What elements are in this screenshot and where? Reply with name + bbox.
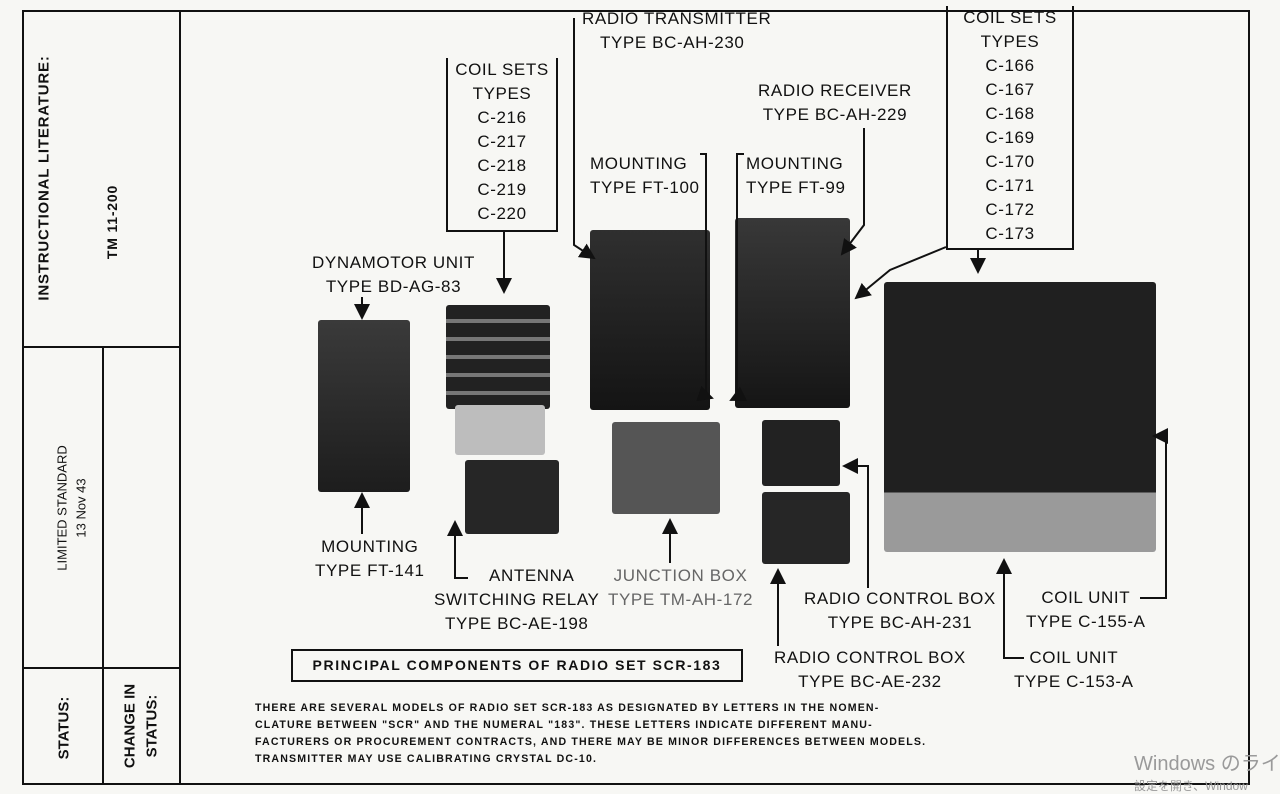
receiver-label: RADIO RECEIVER TYPE BC-AH-229 — [758, 79, 912, 127]
junction-line1: JUNCTION BOX — [613, 566, 748, 585]
antenna-relay-base-image — [465, 460, 559, 534]
control-box-232-image — [762, 492, 850, 564]
sidebar-inner-divider — [102, 347, 104, 785]
note-line: CLATURE BETWEEN "SCR" AND THE NUMERAL "1… — [255, 719, 873, 731]
sidebar-row-line-1 — [22, 346, 180, 348]
control232-line2: TYPE BC-AE-232 — [798, 672, 942, 691]
coil155-line1: COIL UNIT — [1041, 588, 1131, 607]
note-line: TRANSMITTER MAY USE CALIBRATING CRYSTAL … — [255, 753, 598, 765]
mounting-ft100-line2: TYPE FT-100 — [590, 178, 700, 197]
receiver-image — [735, 218, 850, 408]
limited-standard-label: LIMITED STANDARD — [54, 445, 70, 571]
receiver-label-line2: TYPE BC-AH-229 — [762, 105, 908, 124]
transmitter-label: RADIO TRANSMITTER TYPE BC-AH-230 — [582, 7, 771, 55]
coil-sets-left-title: COIL SETS — [455, 60, 549, 79]
coil-set-type: C-220 — [477, 204, 527, 223]
coil153-line2: TYPE C-153-A — [1014, 672, 1134, 691]
coil-set-image — [446, 305, 550, 409]
coil-set-type: C-169 — [985, 128, 1035, 147]
coil-sets-right-box: COIL SETS TYPES C-166 C-167 C-168 C-169 … — [946, 6, 1074, 250]
control-box-231-label: RADIO CONTROL BOX TYPE BC-AH-231 — [804, 587, 996, 635]
coil-unit-155-label: COIL UNIT TYPE C-155-A — [1026, 586, 1146, 634]
coil-set-type: C-166 — [985, 56, 1035, 75]
coil-set-type: C-172 — [985, 200, 1035, 219]
receiver-label-line1: RADIO RECEIVER — [758, 81, 912, 100]
coil-set-type: C-173 — [985, 224, 1035, 243]
control232-line1: RADIO CONTROL BOX — [774, 648, 966, 667]
antenna-relay-image — [455, 405, 545, 455]
dynamotor-line1: DYNAMOTOR UNIT — [312, 253, 475, 272]
control-box-232-label: RADIO CONTROL BOX TYPE BC-AE-232 — [774, 646, 966, 694]
mounting-ft141-label: MOUNTING TYPE FT-141 — [315, 535, 425, 583]
mounting-ft99-label: MOUNTING TYPE FT-99 — [746, 152, 846, 200]
change-status-label: STATUS: — [143, 694, 161, 758]
coil-set-type: C-171 — [985, 176, 1035, 195]
mounting-ft100-label: MOUNTING TYPE FT-100 — [590, 152, 700, 200]
coil-sets-right-subtitle: TYPES — [980, 32, 1040, 51]
coil-set-type: C-219 — [477, 180, 527, 199]
coil155-line2: TYPE C-155-A — [1026, 612, 1146, 631]
coil-unit-rack-image — [884, 282, 1156, 552]
note-line: FACTURERS OR PROCUREMENT CONTRACTS, AND … — [255, 736, 927, 748]
windows-watermark-line1: Windows のライ — [1134, 753, 1280, 775]
sidebar-divider — [179, 10, 181, 785]
mounting-ft99-line2: TYPE FT-99 — [746, 178, 846, 197]
coil-sets-right-title: COIL SETS — [963, 8, 1057, 27]
coil-set-type: C-217 — [477, 132, 527, 151]
coil-set-type: C-168 — [985, 104, 1035, 123]
dynamotor-line2: TYPE BD-AG-83 — [325, 277, 462, 296]
mounting-ft100-line1: MOUNTING — [590, 154, 688, 173]
windows-watermark-line2: 設定を開き、Window — [1134, 779, 1248, 793]
coil-sets-left-box: COIL SETS TYPES C-216 C-217 C-218 C-219 … — [446, 58, 558, 232]
coil-set-type: C-170 — [985, 152, 1035, 171]
control231-line2: TYPE BC-AH-231 — [827, 613, 973, 632]
control231-line1: RADIO CONTROL BOX — [804, 589, 996, 608]
note-line: THERE ARE SEVERAL MODELS OF RADIO SET SC… — [255, 702, 880, 714]
sidebar-row-line-2 — [22, 667, 180, 669]
document-frame — [22, 10, 1250, 785]
instructional-literature-label: INSTRUCTIONAL LITERATURE: — [35, 55, 53, 301]
junction-box-label: JUNCTION BOX TYPE TM-AH-172 — [608, 564, 753, 612]
coil-set-type: C-216 — [477, 108, 527, 127]
mounting-ft141-line1: MOUNTING — [321, 537, 419, 556]
figure-caption: PRINCIPAL COMPONENTS OF RADIO SET SCR-18… — [291, 649, 743, 682]
coil-set-type: C-218 — [477, 156, 527, 175]
junction-box-image — [612, 422, 720, 514]
tm-number: TM 11-200 — [104, 184, 120, 260]
mounting-ft141-line2: TYPE FT-141 — [315, 561, 425, 580]
mounting-ft99-line1: MOUNTING — [746, 154, 844, 173]
transmitter-label-line2: TYPE BC-AH-230 — [600, 33, 745, 52]
coil-unit-153-label: COIL UNIT TYPE C-153-A — [1014, 646, 1134, 694]
coil-set-type: C-167 — [985, 80, 1035, 99]
limited-standard-date: 13 Nov 43 — [73, 478, 89, 538]
transmitter-label-line1: RADIO TRANSMITTER — [582, 9, 772, 28]
transmitter-image — [590, 230, 710, 410]
change-in-label: CHANGE IN — [121, 683, 139, 769]
dynamotor-unit-image — [318, 320, 410, 492]
models-note: THERE ARE SEVERAL MODELS OF RADIO SET SC… — [255, 700, 1175, 768]
status-label: STATUS: — [55, 696, 73, 760]
dynamotor-label: DYNAMOTOR UNIT TYPE BD-AG-83 — [312, 251, 475, 299]
antenna-line3: TYPE BC-AE-198 — [444, 614, 589, 633]
antenna-line2: SWITCHING RELAY — [434, 590, 600, 609]
antenna-relay-label: ANTENNA SWITCHING RELAY TYPE BC-AE-198 — [434, 564, 599, 636]
junction-line2: TYPE TM-AH-172 — [608, 590, 754, 609]
coil153-line1: COIL UNIT — [1029, 648, 1119, 667]
antenna-line1: ANTENNA — [489, 566, 575, 585]
coil-sets-left-subtitle: TYPES — [472, 84, 532, 103]
control-box-231-image — [762, 420, 840, 486]
